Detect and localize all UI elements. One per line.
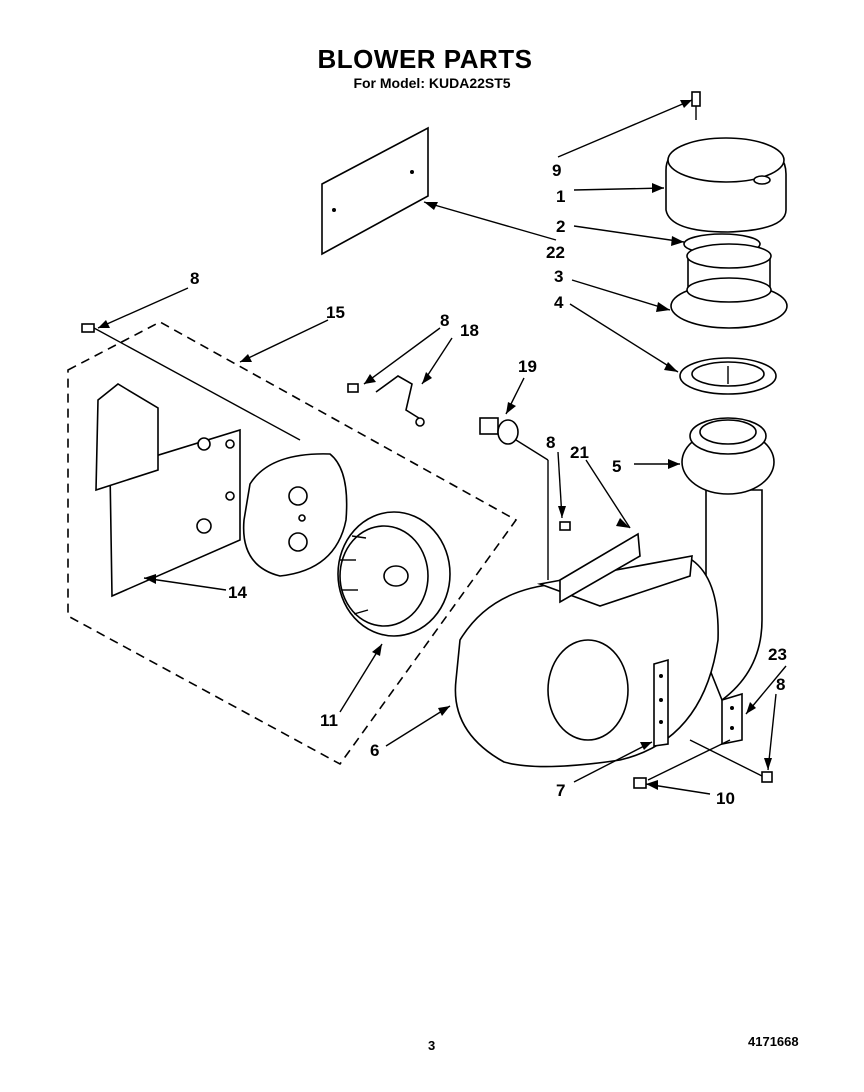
part-8-screw-lower-right (761, 771, 773, 783)
part-14-motor-bracket (95, 383, 241, 598)
part-18-clip (375, 375, 425, 427)
callout-21: 21 (570, 443, 589, 462)
callout-4: 4 (554, 293, 564, 312)
callout-22: 22 (546, 243, 565, 262)
callout-3: 3 (554, 267, 563, 286)
document-number: 4171668 (748, 1034, 799, 1049)
part-9-screw (691, 91, 701, 120)
callout-6: 6 (370, 741, 379, 760)
part-15-motor-assembly-outline (67, 321, 518, 766)
page-number: 3 (428, 1038, 436, 1053)
callout-10: 10 (716, 789, 735, 808)
part-7-mounting-bracket (653, 658, 669, 747)
part-10-screw (633, 777, 647, 789)
blower-motor (242, 453, 348, 577)
part-19-plug (479, 417, 519, 445)
part-8-screw-upper-left (81, 323, 95, 333)
part-21-label (559, 532, 641, 604)
callout-14: 14 (228, 583, 247, 602)
callout-7: 7 (556, 781, 565, 800)
callout-8-upper-middle: 8 (440, 311, 449, 330)
part-22-label-plate (321, 126, 429, 256)
callout-8-lower-right: 8 (776, 675, 785, 694)
callout-11: 11 (320, 711, 338, 730)
callout-1: 1 (556, 187, 565, 206)
callout-18: 18 (460, 321, 479, 340)
part-6-blower-housing (454, 555, 719, 768)
part-4-gasket (679, 357, 777, 395)
part-3-filter-housing (670, 243, 788, 329)
callout-19: 19 (518, 357, 537, 376)
callout-8-upper-left: 8 (190, 269, 199, 288)
page-title: BLOWER PARTS (317, 44, 533, 74)
part-8-screw-middle (559, 521, 571, 531)
part-8-screw-upper-middle (347, 383, 359, 393)
callout-2: 2 (556, 217, 565, 236)
callout-15: 15 (326, 303, 345, 322)
callout-9: 9 (552, 161, 561, 180)
model-subtitle: For Model: KUDA22ST5 (353, 75, 511, 91)
callout-8-middle: 8 (546, 433, 555, 452)
callout-23: 23 (768, 645, 787, 664)
part-23-small-bracket (721, 692, 743, 745)
callout-5: 5 (612, 457, 621, 476)
part-11-blower-wheel (337, 511, 451, 637)
part-1-cap (665, 137, 787, 233)
